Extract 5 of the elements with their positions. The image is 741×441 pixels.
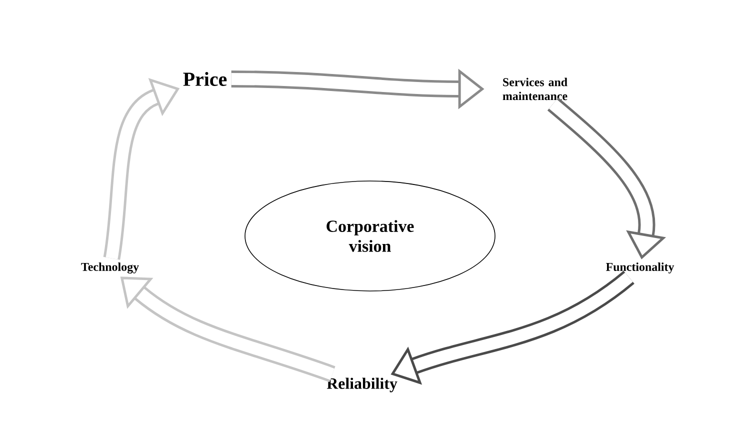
label-text: Services and maintenance — [502, 78, 568, 100]
label-text: Technology — [81, 262, 139, 274]
label-text: Reliability — [326, 378, 398, 392]
label-text: Price — [183, 72, 227, 86]
label-text: Functionality — [606, 262, 674, 274]
